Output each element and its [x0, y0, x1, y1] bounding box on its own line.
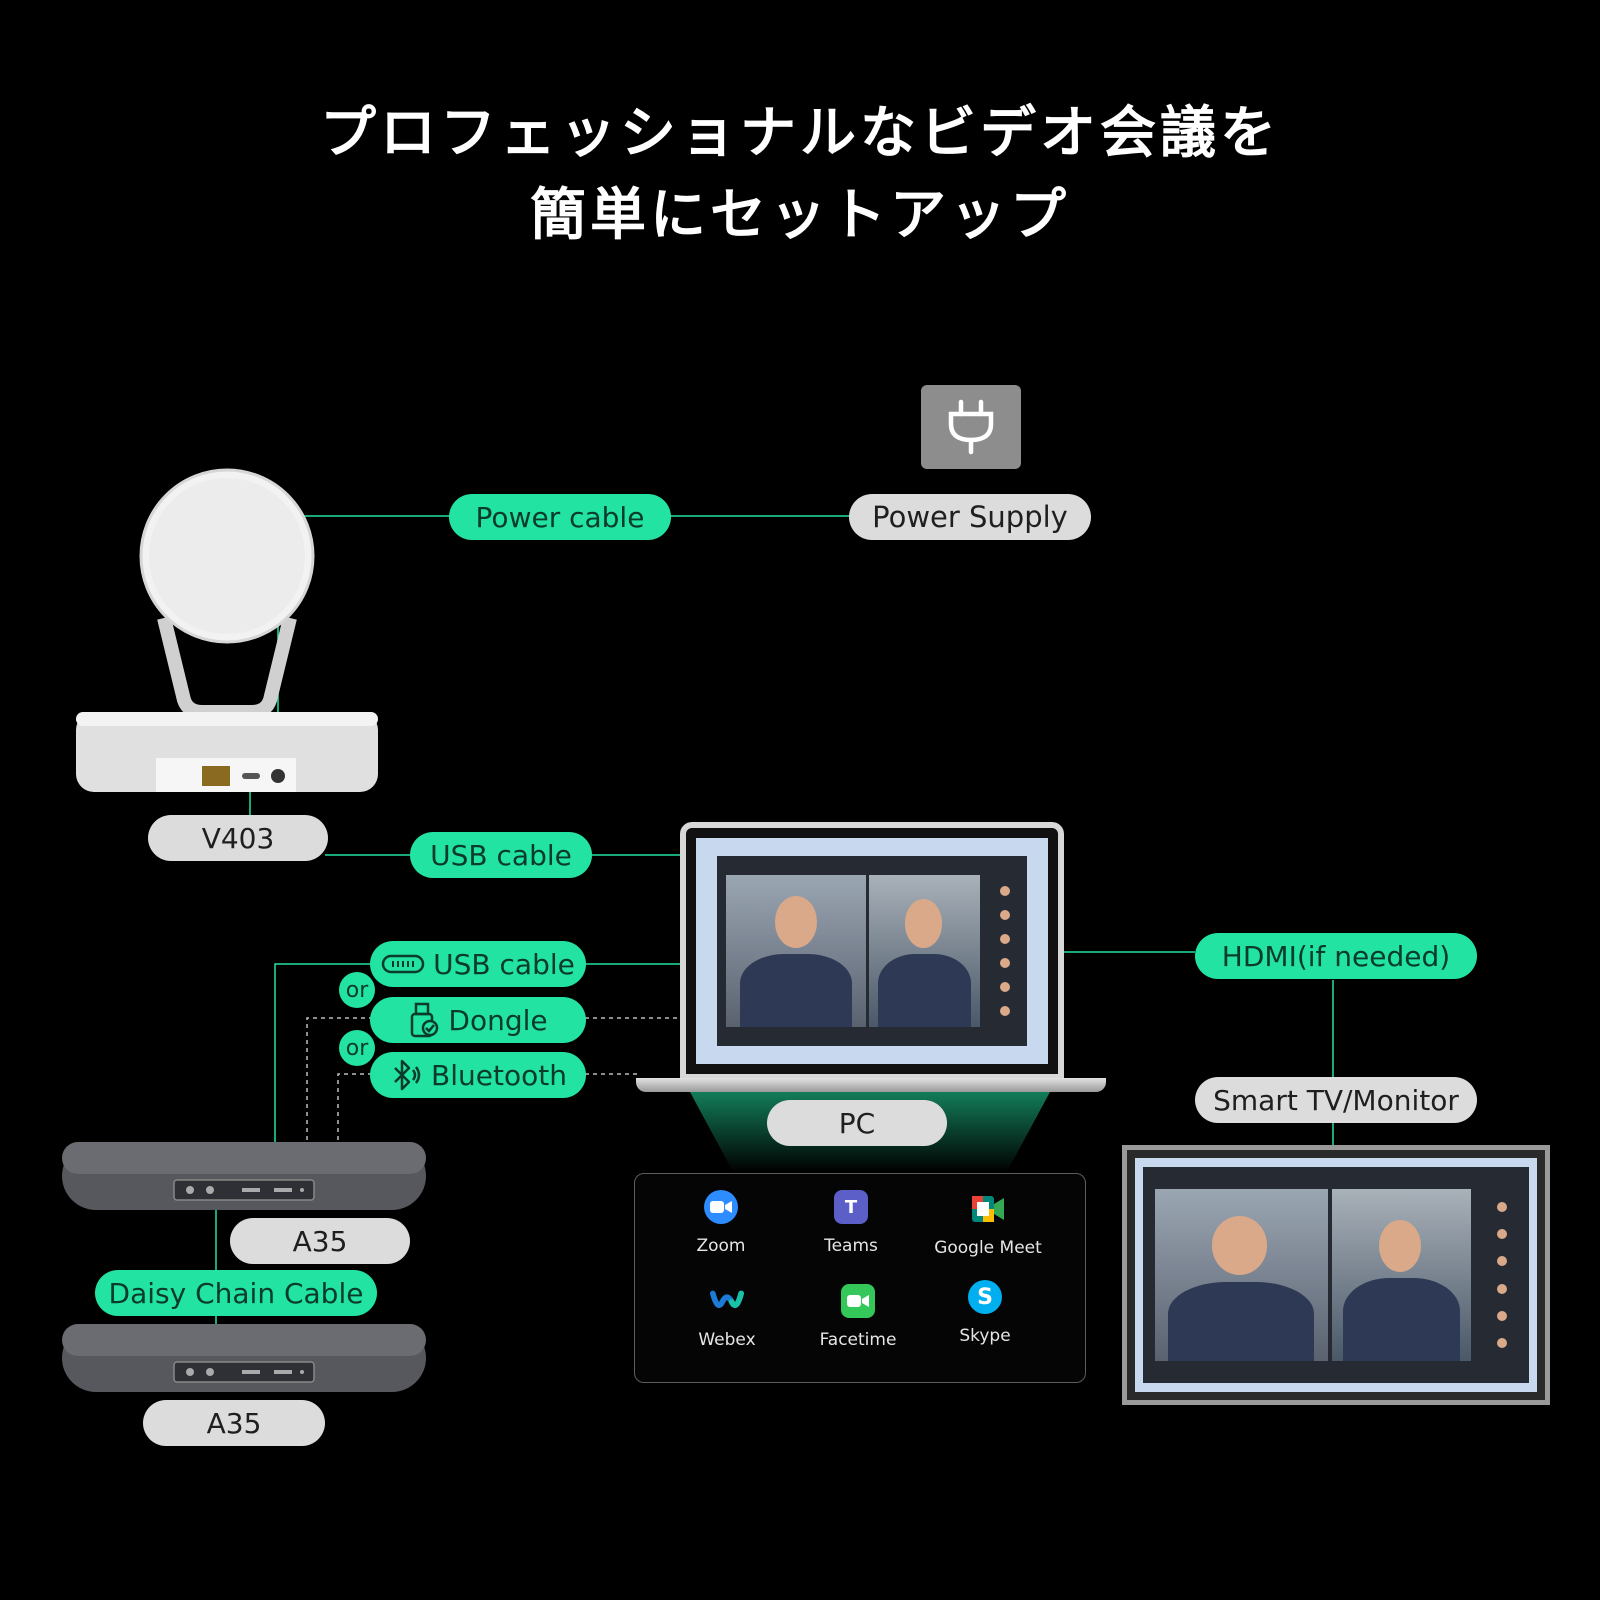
app-skype: S Skype — [915, 1280, 1055, 1346]
speaker-a35-1 — [62, 1142, 426, 1212]
zoom-icon — [704, 1190, 738, 1224]
video-call-screen — [696, 838, 1048, 1064]
app-label: Facetime — [819, 1330, 897, 1350]
smart-tv-monitor-label: Smart TV/Monitor — [1195, 1077, 1477, 1123]
page-title-line-2: 簡単にセットアップ — [530, 183, 1070, 248]
app-webex: Webex — [657, 1284, 797, 1350]
webex-icon — [710, 1284, 744, 1318]
usb-cable-speaker-text: USB cable — [433, 947, 575, 981]
app-label: Google Meet — [934, 1238, 1042, 1258]
speaker-2-label: A35 — [143, 1400, 325, 1446]
app-label: Skype — [959, 1326, 1011, 1346]
or-badge-1: or — [339, 972, 375, 1008]
or-badge-2: or — [339, 1030, 375, 1066]
bluetooth-text: Bluetooth — [431, 1058, 567, 1092]
pc-label: PC — [767, 1100, 947, 1146]
app-facetime: Facetime — [788, 1284, 928, 1350]
hdmi-label: HDMI(if needed) — [1195, 933, 1477, 979]
teams-icon: T — [834, 1190, 868, 1224]
video-apps-panel: Zoom T Teams Google Meet Webex Facetime … — [634, 1173, 1086, 1383]
page-title-line-1: プロフェッショナルなビデオ会議を — [320, 101, 1280, 166]
skype-icon: S — [968, 1280, 1002, 1314]
usb-cable-camera-label: USB cable — [410, 832, 592, 878]
dongle-icon — [408, 1002, 440, 1038]
plug-icon — [921, 385, 1021, 469]
usb-cable-speaker-label: USB cable — [370, 941, 586, 987]
dongle-label: Dongle — [370, 997, 586, 1043]
laptop-screen — [680, 822, 1064, 1080]
bluetooth-icon — [389, 1058, 423, 1092]
dongle-text: Dongle — [448, 1003, 548, 1037]
bluetooth-label: Bluetooth — [370, 1052, 586, 1098]
app-label: Zoom — [696, 1236, 746, 1256]
facetime-icon — [841, 1284, 875, 1318]
camera-label: V403 — [148, 815, 328, 861]
camera-v403 — [76, 468, 378, 794]
power-supply-label: Power Supply — [849, 494, 1091, 540]
laptop-base — [636, 1078, 1106, 1092]
usb-cable-icon — [381, 953, 425, 975]
google-meet-icon — [971, 1192, 1005, 1226]
speaker-1-label: A35 — [230, 1218, 410, 1264]
app-google-meet: Google Meet — [903, 1192, 1073, 1258]
speaker-a35-2 — [62, 1324, 426, 1394]
daisy-chain-label: Daisy Chain Cable — [95, 1270, 377, 1316]
power-cable-label: Power cable — [449, 494, 671, 540]
app-teams: T Teams — [781, 1190, 921, 1256]
app-label: Webex — [698, 1330, 756, 1350]
smart-tv-monitor — [1122, 1145, 1550, 1405]
app-label: Teams — [824, 1236, 878, 1256]
app-zoom: Zoom — [651, 1190, 791, 1256]
